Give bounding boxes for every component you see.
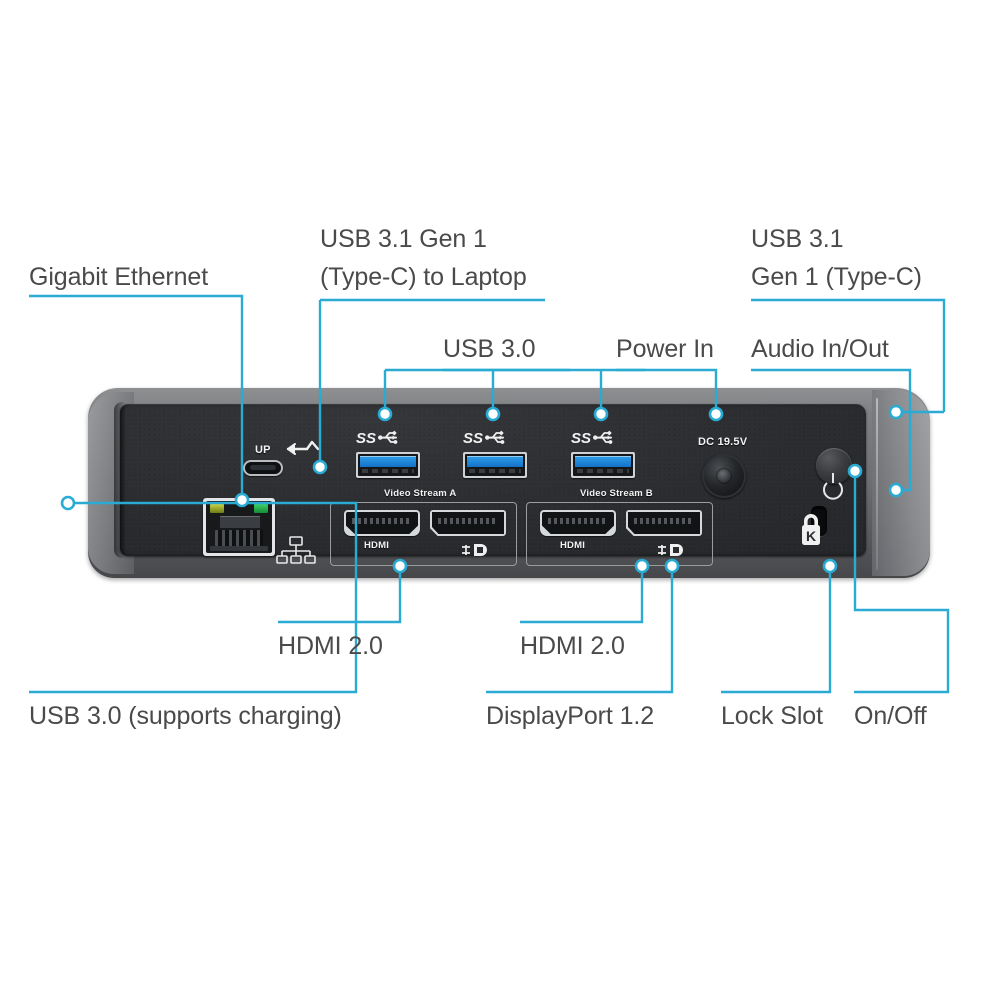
kensington-lock-slot[interactable] <box>811 506 827 536</box>
usbc-up-label: UP <box>255 444 271 456</box>
video-stream-b-group <box>526 502 713 566</box>
callout-hdmi-b: HDMI 2.0 <box>520 632 625 660</box>
callout-usb31-typec-right-line1: USB 3.1 <box>751 225 844 253</box>
callout-usb31-typec-laptop-line2: (Type-C) to Laptop <box>320 263 527 291</box>
callout-usb31-typec-right-line2: Gen 1 (Type-C) <box>751 263 922 291</box>
hdmi-port-a[interactable] <box>344 510 420 536</box>
callout-displayport: DisplayPort 1.2 <box>486 702 655 730</box>
hdmi-a-label: HDMI <box>364 540 390 551</box>
displayport-a[interactable] <box>430 510 506 536</box>
video-stream-b-label: Video Stream B <box>580 488 653 499</box>
callout-hdmi-a: HDMI 2.0 <box>278 632 383 660</box>
callout-power-in: Power In <box>616 335 714 363</box>
callout-on-off: On/Off <box>854 702 927 730</box>
hdmi-b-label: HDMI <box>560 540 586 551</box>
callout-usb30-charging: USB 3.0 (supports charging) <box>29 702 342 730</box>
callout-usb30-top: USB 3.0 <box>443 335 536 363</box>
video-stream-a-label: Video Stream A <box>384 488 457 499</box>
usb-a-port-3[interactable] <box>571 452 635 478</box>
power-button[interactable] <box>816 448 852 484</box>
panel-inner-shadow <box>114 402 126 558</box>
gigabit-ethernet-port[interactable] <box>203 498 275 556</box>
displayport-b[interactable] <box>626 510 702 536</box>
callout-gigabit-ethernet: Gigabit Ethernet <box>29 263 209 291</box>
hdmi-port-b[interactable] <box>540 510 616 536</box>
usb-c-upstream-port[interactable] <box>243 460 283 476</box>
dc-power-label: DC 19.5V <box>698 436 748 448</box>
ethernet-led-amber <box>210 504 224 513</box>
ethernet-led-green <box>254 504 268 513</box>
device-seam <box>876 398 878 570</box>
callout-usb31-typec-laptop-line1: USB 3.1 Gen 1 <box>320 225 487 253</box>
usb-a-port-2[interactable] <box>463 452 527 478</box>
dc-power-jack[interactable] <box>702 454 746 498</box>
leader-lock-slot <box>721 570 832 694</box>
docking-station-device: UP DC 19.5V <box>88 388 930 578</box>
callout-audio-in-out: Audio In/Out <box>751 335 889 363</box>
usb-a-port-1[interactable] <box>356 452 420 478</box>
device-right-edge <box>872 390 930 576</box>
callout-lock-slot: Lock Slot <box>721 702 823 730</box>
endpoint-usb30-charging <box>60 495 76 511</box>
